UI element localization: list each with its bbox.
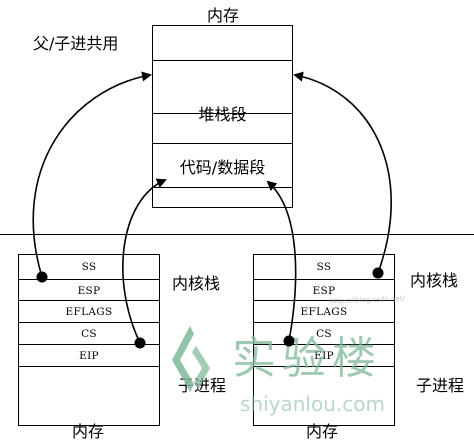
child-reg-ss: SS <box>316 261 332 273</box>
stack-segment: 堆栈段 <box>198 105 247 124</box>
watermark-site: shiyanlou.com <box>240 392 385 416</box>
child-memory-label: 内存 <box>306 422 339 441</box>
child-reg-cs: CS <box>254 322 394 345</box>
parent-memory-label: 内存 <box>72 422 105 441</box>
code-data-segment: 代码/数据段 <box>153 143 292 188</box>
parent-reg-eip: EIP <box>19 344 159 367</box>
parent-reg-ss: SS <box>81 261 97 273</box>
watermark-brand: 实验楼 <box>232 333 382 384</box>
parent-reg-eflags: EFLAGS <box>19 300 159 323</box>
parent-reg-cs: CS <box>19 322 159 345</box>
child-reg-eip: EIP <box>254 344 394 367</box>
child-reg-eflags: EFLAGS <box>254 300 394 323</box>
top-memory-block: 堆栈段 代码/数据段 <box>152 25 293 208</box>
shared-label: 父/子进共用 <box>33 34 119 53</box>
child-reg-esp: ESP <box>254 279 394 301</box>
child-kernel-stack-label: 内核栈 <box>410 271 459 290</box>
parent-kernel-stack: SS ESP EFLAGS CS EIP <box>18 254 160 426</box>
arrow-parent-ss-to-stack <box>32 71 152 278</box>
top-memory-title: 内存 <box>206 6 239 25</box>
shiyanlou-logo-icon <box>172 326 210 392</box>
arrow-child-ss-to-stack <box>293 71 392 274</box>
parent-reg-esp: ESP <box>19 279 159 301</box>
child-process-label: 子进程 <box>416 376 465 395</box>
separator-line <box>0 234 474 235</box>
parent-kernel-stack-label: 内核栈 <box>172 274 221 293</box>
